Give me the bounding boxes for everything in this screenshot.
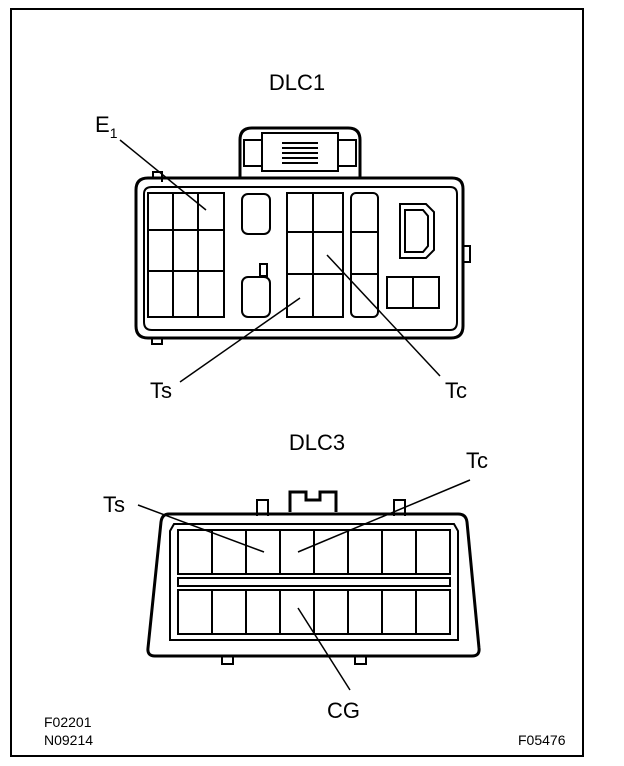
figure-code-left-top: F02201 xyxy=(44,714,92,730)
dlc1-ts-leader xyxy=(179,297,301,383)
figure-code-left-bottom: N09214 xyxy=(44,732,93,748)
dlc1-tc-label: Tc xyxy=(445,378,467,403)
e1-label: E1 xyxy=(95,112,118,141)
dlc3-tc-leader xyxy=(297,479,471,553)
e1-leader xyxy=(119,139,207,211)
dlc3-tc-label: Tc xyxy=(466,448,488,473)
dlc1-tc-leader xyxy=(326,254,441,377)
e1-label-main: E xyxy=(95,112,110,137)
dlc3-cg-leader xyxy=(297,607,351,691)
dlc1-title: DLC1 xyxy=(269,70,325,95)
dlc1-ts-label: Ts xyxy=(150,378,172,403)
e1-label-sub: 1 xyxy=(110,125,118,141)
dlc3-title: DLC3 xyxy=(289,430,345,455)
dlc3-connector xyxy=(146,490,481,665)
dlc3-ts-leader xyxy=(137,504,265,553)
dlc3-cg-label: CG xyxy=(327,698,360,723)
figure-border xyxy=(10,8,584,757)
dlc3-ts-label: Ts xyxy=(103,492,125,517)
dlc1-connector xyxy=(134,126,471,345)
figure-code-right: F05476 xyxy=(518,732,566,748)
